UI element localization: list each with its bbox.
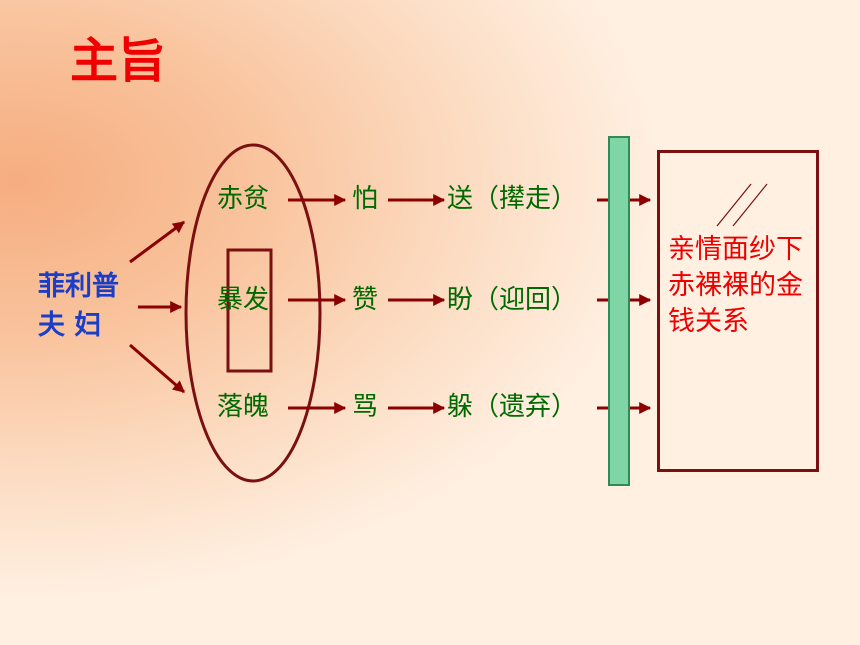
state-label: 落魄 xyxy=(217,392,270,422)
page-title: 主旨 xyxy=(70,33,167,89)
diagonal-mark-2 xyxy=(732,183,768,227)
diagonal-mark-1 xyxy=(716,183,752,227)
subject-label-line2: 夫 妇 xyxy=(38,310,102,341)
subject-arrow-down xyxy=(129,343,185,394)
states-ellipse xyxy=(184,143,322,483)
conclusion-box xyxy=(657,150,819,472)
action-label: 送（撵走） xyxy=(447,184,578,214)
state-label: 赤贫 xyxy=(217,184,270,214)
subject-arrow-up xyxy=(129,220,185,264)
attitude-label: 怕 xyxy=(352,184,379,214)
subject-label-line1: 菲利普 xyxy=(38,271,119,302)
state-label: 暴发 xyxy=(217,285,270,315)
action-label: 盼（迎回） xyxy=(447,285,578,315)
highlight-rect xyxy=(226,248,273,373)
divider-bar xyxy=(608,136,630,486)
action-label: 躲（遗弃） xyxy=(447,392,578,422)
attitude-label: 赞 xyxy=(352,285,379,315)
attitude-label: 骂 xyxy=(352,392,379,422)
conclusion-text: 亲情面纱下赤裸裸的金钱关系 xyxy=(668,234,803,337)
